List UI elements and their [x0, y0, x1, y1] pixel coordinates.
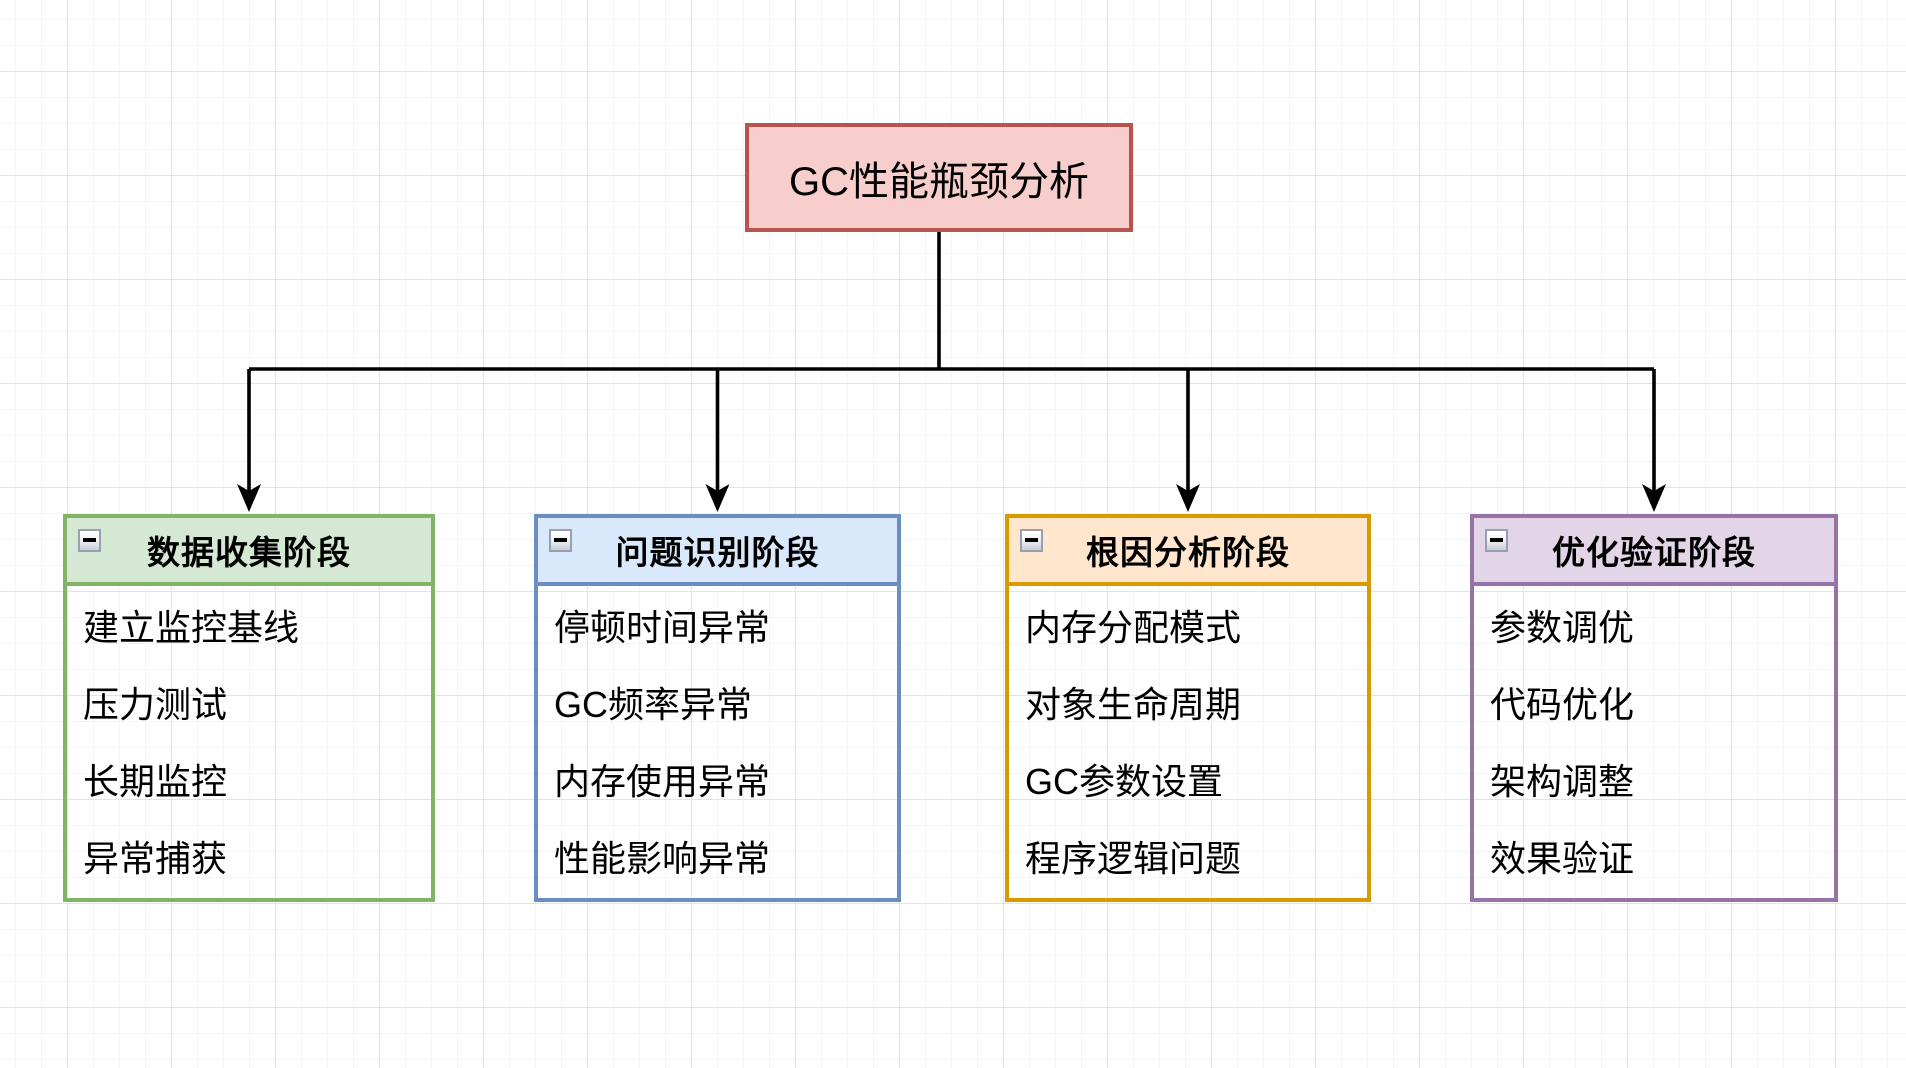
list-item[interactable]: 压力测试 [83, 683, 228, 725]
list-item[interactable]: 长期监控 [83, 760, 228, 802]
root-node[interactable]: GC性能瓶颈分析 [745, 123, 1133, 232]
minus-glyph [554, 537, 567, 542]
minus-glyph [1490, 537, 1503, 542]
list-item[interactable]: 停顿时间异常 [554, 606, 771, 648]
list-item[interactable]: 代码优化 [1490, 683, 1635, 725]
arrowhead[interactable] [705, 484, 730, 512]
list-item[interactable]: 程序逻辑问题 [1025, 837, 1242, 879]
phase-box-problem-identification[interactable]: 问题识别阶段 停顿时间异常 GC频率异常 内存使用异常 性能影响异常 [534, 514, 901, 902]
phase-header-problem-identification: 问题识别阶段 [538, 518, 897, 586]
list-item[interactable]: GC参数设置 [1025, 760, 1224, 802]
minus-glyph [1025, 537, 1038, 542]
list-item[interactable]: 效果验证 [1490, 837, 1635, 879]
phase-box-data-collection[interactable]: 数据收集阶段 建立监控基线 压力测试 长期监控 异常捕获 [63, 514, 435, 902]
phase-header-data-collection: 数据收集阶段 [67, 518, 431, 586]
minus-glyph [83, 537, 96, 542]
list-item[interactable]: 性能影响异常 [554, 837, 771, 879]
arrowhead[interactable] [1176, 484, 1200, 512]
list-item[interactable]: 对象生命周期 [1025, 683, 1242, 725]
list-item[interactable]: 异常捕获 [83, 837, 228, 879]
list-item[interactable]: GC频率异常 [554, 683, 753, 725]
phase-title: 优化验证阶段 [1552, 534, 1756, 571]
phase-box-optimization-verification[interactable]: 优化验证阶段 参数调优 代码优化 架构调整 效果验证 [1470, 514, 1838, 902]
list-item[interactable]: 架构调整 [1490, 760, 1635, 802]
connector-edge[interactable] [247, 231, 1656, 496]
root-node-label: GC性能瓶颈分析 [789, 159, 1089, 204]
list-item[interactable]: 参数调优 [1490, 606, 1635, 648]
phase-title: 问题识别阶段 [615, 534, 820, 571]
phase-box-root-cause-analysis[interactable]: 根因分析阶段 内存分配模式 对象生命周期 GC参数设置 程序逻辑问题 [1005, 514, 1371, 902]
arrowhead[interactable] [237, 484, 261, 512]
phase-header-root-cause-analysis: 根因分析阶段 [1009, 518, 1367, 586]
list-item[interactable]: 内存分配模式 [1025, 606, 1242, 648]
arrowhead[interactable] [1642, 484, 1666, 512]
phase-header-optimization-verification: 优化验证阶段 [1474, 518, 1834, 586]
collapse-icon[interactable] [78, 529, 101, 552]
phase-title: 数据收集阶段 [147, 534, 351, 571]
list-item[interactable]: 建立监控基线 [83, 606, 300, 648]
collapse-icon[interactable] [1020, 529, 1043, 552]
phase-title: 根因分析阶段 [1086, 534, 1290, 571]
collapse-icon[interactable] [549, 529, 572, 552]
list-item[interactable]: 内存使用异常 [554, 760, 771, 802]
collapse-icon[interactable] [1485, 529, 1508, 552]
